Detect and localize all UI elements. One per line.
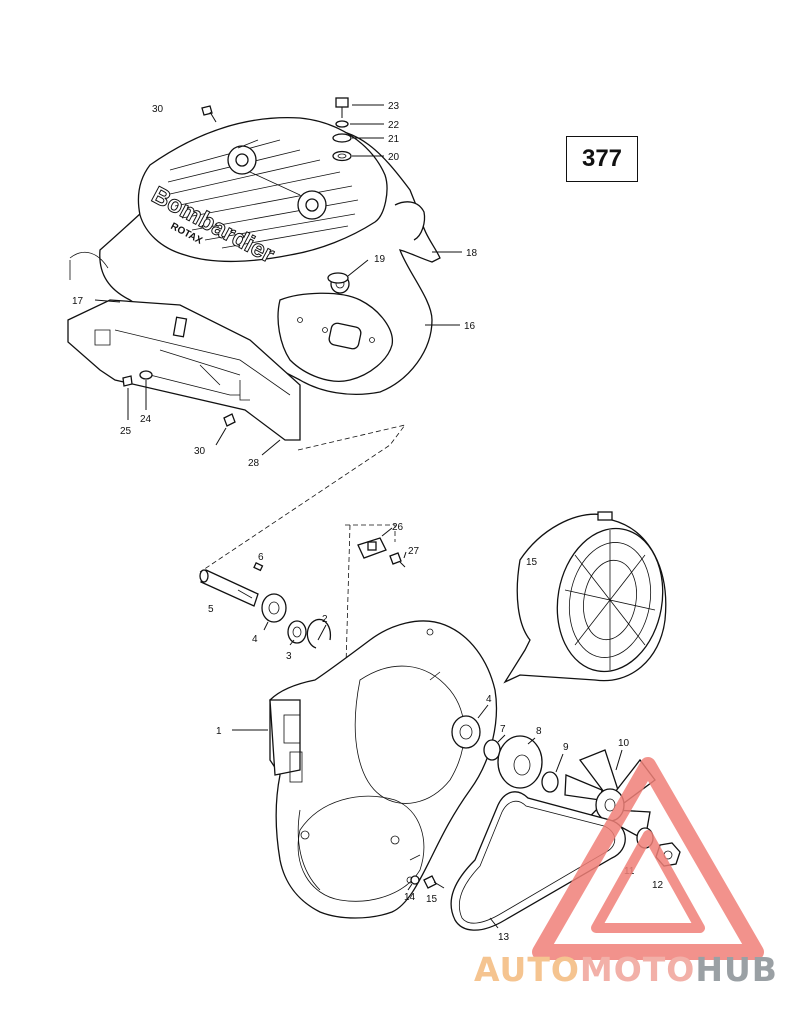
callout-5: 5 xyxy=(208,604,214,615)
callout-4-upper: 4 xyxy=(252,634,258,645)
washer xyxy=(483,739,501,761)
key xyxy=(253,562,264,572)
callout-24: 23 xyxy=(388,101,400,112)
pulley xyxy=(497,735,543,789)
callout-9: 9 xyxy=(563,742,569,753)
callout-22: 21 xyxy=(388,134,400,145)
callout-18: 17 xyxy=(72,296,84,307)
callout-15: 15 xyxy=(426,894,438,905)
callout-26: 25 xyxy=(120,426,132,437)
bearing-lower xyxy=(451,715,481,749)
upper-fasteners xyxy=(122,97,352,427)
callout-30-top: 30 xyxy=(152,104,164,115)
callout-10: 10 xyxy=(618,738,630,749)
callout-1: 1 xyxy=(216,726,222,737)
drive-belt xyxy=(450,791,626,931)
spacer xyxy=(541,771,559,793)
fan-shroud xyxy=(503,511,667,684)
callout-2: 2 xyxy=(322,614,328,625)
watermark-auto: AUTO xyxy=(474,950,580,989)
callout-13: 13 xyxy=(498,932,510,943)
callout-3: 3 xyxy=(286,651,292,662)
callout-20: 19 xyxy=(374,254,386,265)
side-panel-bracket xyxy=(67,251,301,441)
callout-8: 8 xyxy=(536,726,542,737)
screw-15 xyxy=(423,875,445,889)
callout-25: 24 xyxy=(140,414,152,425)
callout-7: 7 xyxy=(500,724,506,735)
bearing-upper xyxy=(261,593,287,623)
callout-29: 28 xyxy=(248,458,260,469)
page-number-box: 377 xyxy=(566,136,638,182)
watermark-text: AUTOMOTOHUB xyxy=(474,950,778,989)
watermark-hub: HUB xyxy=(695,950,778,989)
callout-6: 6 xyxy=(258,552,264,563)
screw-14 xyxy=(410,875,420,885)
callout-27: 26 xyxy=(392,522,404,533)
callout-17: 16 xyxy=(464,321,476,332)
callout-19: 18 xyxy=(466,248,478,259)
watermark-logo-triangle xyxy=(532,757,764,960)
callout-14: 14 xyxy=(404,892,416,903)
callout-28: 27 xyxy=(408,546,420,557)
callout-21: 20 xyxy=(388,152,400,163)
callout-4-lower: 4 xyxy=(486,694,492,705)
housing xyxy=(269,620,498,919)
clip-bracket xyxy=(357,537,406,568)
leader-lines xyxy=(94,104,623,929)
shaft xyxy=(199,569,259,607)
callout-numbers: 30 23 22 21 20 18 19 16 17 25 24 30 28 2… xyxy=(72,101,664,943)
callout-16: 15 xyxy=(526,557,538,568)
engine-cover-shroud: Bombardier ROTAX xyxy=(99,116,441,395)
callout-23: 22 xyxy=(388,120,400,131)
callout-12: 12 xyxy=(652,880,664,891)
callout-30-lower: 30 xyxy=(194,446,206,457)
spacer-ring xyxy=(287,620,307,644)
page-number: 377 xyxy=(581,145,623,172)
watermark-moto: MOTO xyxy=(579,950,696,989)
